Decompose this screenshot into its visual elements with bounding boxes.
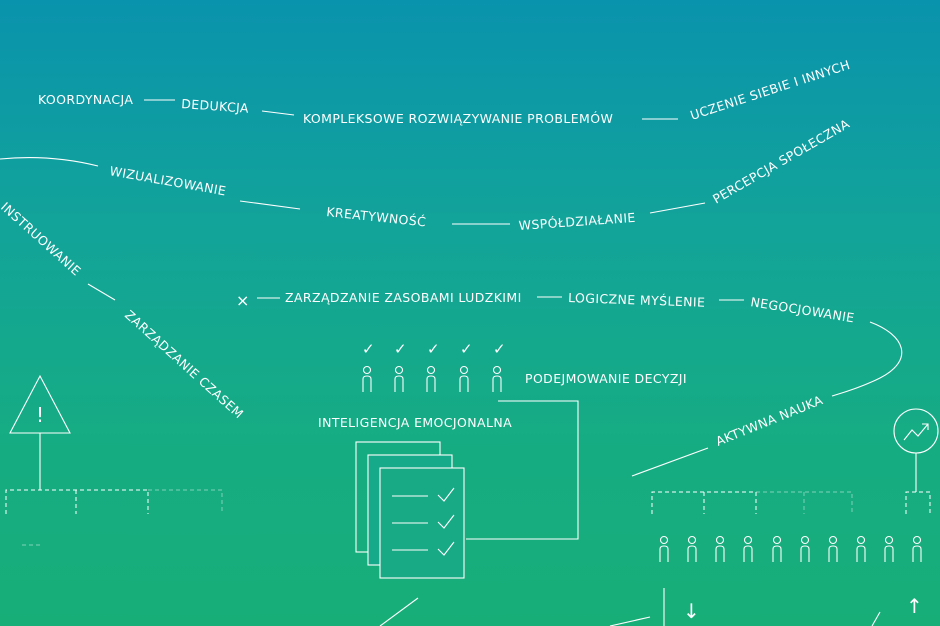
documents-stack-icon: [355, 441, 465, 579]
connector: [649, 202, 706, 214]
connector: [871, 611, 881, 626]
connector: [239, 200, 301, 210]
label-instruowanie: INSTRUOWANIE: [0, 199, 84, 279]
svg-text:!: !: [36, 403, 44, 427]
check-icon: ✓: [362, 340, 375, 358]
growth-chart-icon: [893, 408, 939, 454]
dashed-tree: [905, 491, 931, 514]
label-logiczne: LOGICZNE MYŚLENIE: [568, 290, 706, 310]
connector: [609, 616, 651, 626]
label-zarzadzanie-zasobami: ZARZĄDZANIE ZASOBAMI LUDZKIMI: [285, 290, 522, 305]
people-row: [659, 535, 922, 562]
connector: [379, 597, 419, 626]
person-icon: [912, 535, 922, 562]
person-icon: [362, 365, 372, 392]
person-icon: [687, 535, 697, 562]
label-inteligencja: INTELIGENCJA EMOCJONALNA: [318, 415, 512, 430]
warning-icon: !: [9, 374, 71, 434]
person-icon: [828, 535, 838, 562]
label-negocjowanie: NEGOCJOWANIE: [750, 294, 856, 325]
person-icon: [459, 365, 469, 392]
label-dedukcja: DEDUKCJA: [181, 96, 250, 116]
arrow-up-icon: ↑: [906, 594, 923, 618]
person-icon: [659, 535, 669, 562]
dashed-tree-fade: [756, 491, 853, 514]
connector-curve: [0, 156, 99, 167]
person-icon: [492, 365, 502, 392]
label-kompleksowe: KOMPLEKSOWE ROZWIĄZYWANIE PROBLEMÓW: [303, 111, 613, 126]
label-uczenie: UCZENIE SIEBIE I INNYCH: [688, 57, 852, 123]
connector-curve: [831, 321, 903, 397]
person-icon: [772, 535, 782, 562]
label-percepcja: PERCEPCJA SPOŁECZNA: [710, 116, 852, 207]
connector-bracket: [466, 400, 579, 540]
person-icon: [884, 535, 894, 562]
check-icon: ✓: [493, 340, 506, 358]
person-icon: [715, 535, 725, 562]
label-zarzadzanie-czasem: ZARZĄDZANIE CZASEM: [122, 307, 247, 421]
label-wizualizowanie: WIZUALIZOWANIE: [108, 163, 227, 198]
check-icon: ✓: [460, 340, 473, 358]
person-icon: [426, 365, 436, 392]
dashed-tree-fade: [148, 489, 223, 514]
label-wspoldzialanie: WSPÓŁDZIAŁANIE: [518, 210, 636, 233]
person-icon: [856, 535, 866, 562]
label-podejmowanie: PODEJMOWANIE DECYZJI: [525, 371, 687, 386]
person-icon: [394, 365, 404, 392]
label-kreatywnosc: KREATYWNOŚĆ: [326, 204, 427, 229]
person-icon: [800, 535, 810, 562]
close-icon: ×: [236, 291, 250, 310]
check-icon: ✓: [394, 340, 407, 358]
people-row: [362, 365, 502, 392]
dashed-tree: [5, 489, 149, 514]
label-aktywna: AKTYWNA NAUKA: [714, 392, 825, 449]
connector: [261, 110, 295, 116]
connector: [631, 447, 709, 477]
connector: [87, 283, 116, 301]
dashed-tree: [651, 491, 757, 514]
check-icon: ✓: [427, 340, 440, 358]
person-icon: [743, 535, 753, 562]
label-koordynacja: KOORDYNACJA: [38, 92, 133, 107]
check-row: ✓ ✓ ✓ ✓ ✓: [362, 340, 506, 358]
arrow-down-icon: ↓: [683, 599, 700, 623]
